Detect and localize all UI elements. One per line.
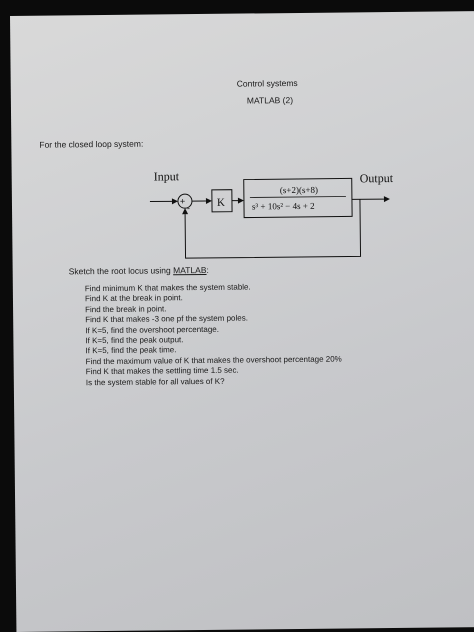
intro-text: For the closed loop system:: [39, 138, 144, 150]
gain-arrowhead: [205, 197, 212, 204]
task-item: Is the system stable for all values of K…: [85, 376, 225, 387]
sketch-suffix: :: [206, 264, 209, 275]
input-label: Input: [154, 169, 180, 183]
input-arrowhead: [171, 198, 178, 205]
task-list: Find minimum K that makes the system sta…: [85, 282, 342, 389]
block-diagram: Input Output + - K (s+2)(s+8) s³ + 10s² …: [149, 169, 394, 259]
transfer-denominator: s³ + 10s² − 4s + 2: [252, 201, 315, 212]
document-title: Control systems: [236, 77, 298, 89]
transfer-numerator: (s+2)(s+8): [280, 185, 318, 195]
fraction-bar: [249, 196, 346, 198]
sketch-prefix: Sketch the root locus using: [68, 265, 174, 277]
sum-minus-sign: -: [187, 203, 190, 213]
sketch-tool: MATLAB: [173, 264, 207, 276]
document-subtitle: MATLAB (2): [246, 95, 294, 106]
feedback-path: [184, 199, 362, 259]
feedback-arrowhead: [182, 208, 189, 215]
document-page: Control systems MATLAB (2) For the close…: [10, 11, 474, 632]
plant-block: [243, 177, 353, 219]
gain-label: K: [217, 197, 225, 209]
plant-arrowhead: [237, 197, 244, 204]
sketch-instruction: Sketch the root locus using MATLAB:: [69, 265, 209, 276]
output-label: Output: [360, 171, 394, 185]
sum-plus-sign: +: [180, 196, 185, 206]
output-arrowhead: [383, 196, 390, 203]
